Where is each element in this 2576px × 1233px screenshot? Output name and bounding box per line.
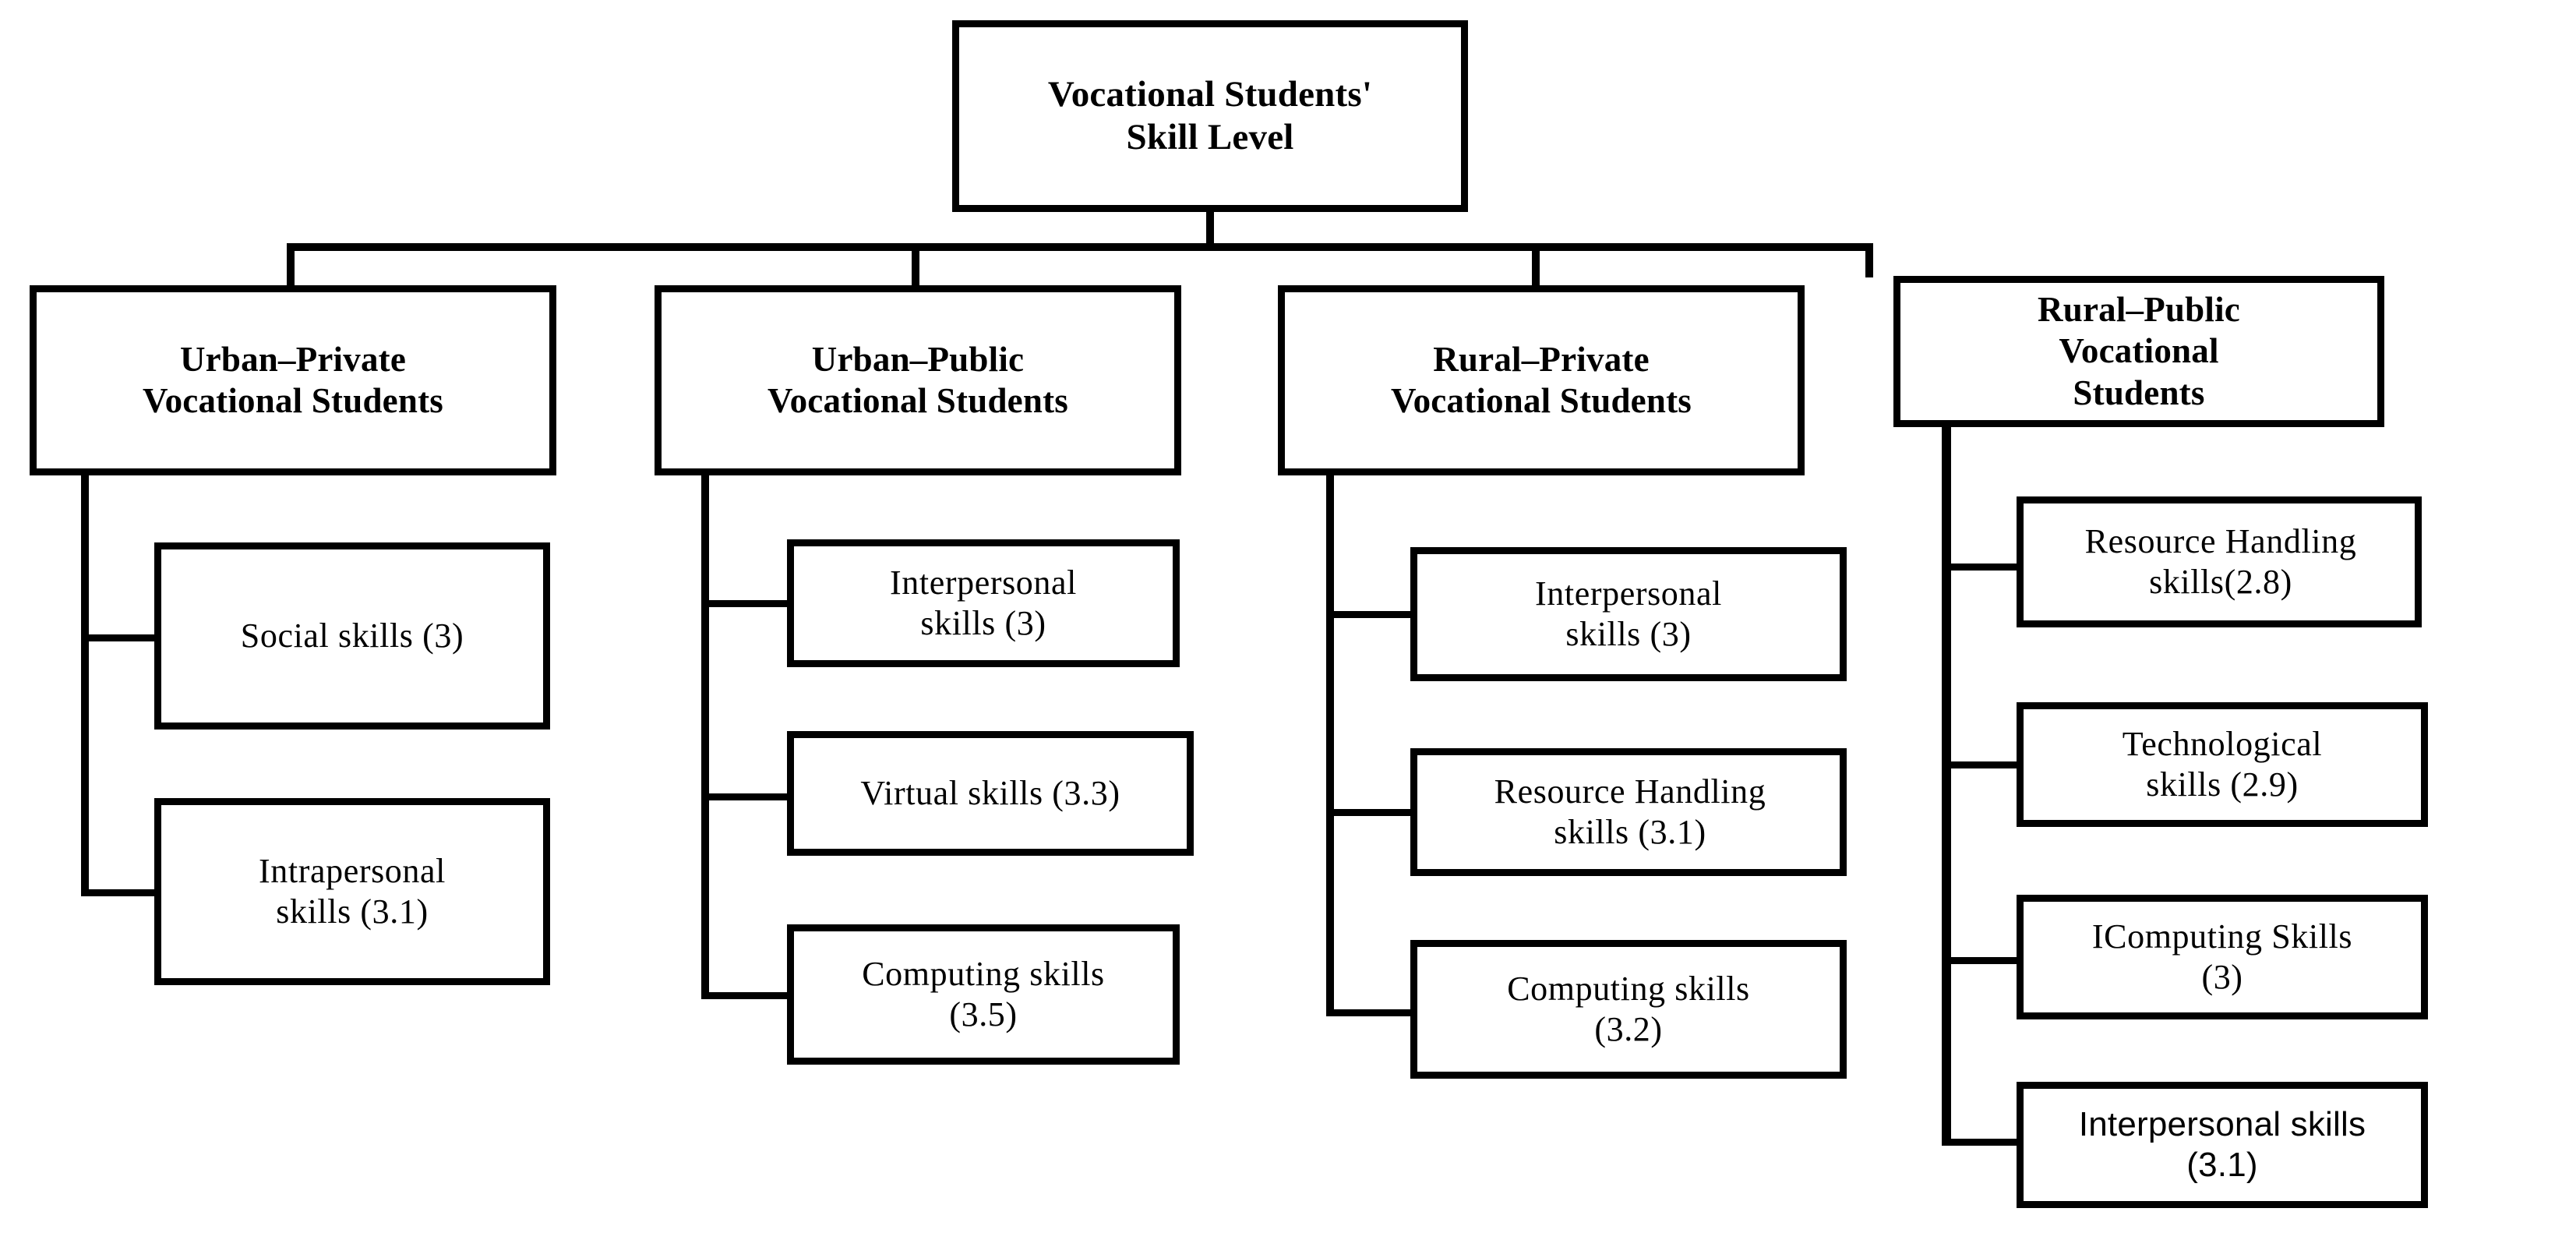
leaf-node-social-skills: Social skills (3) <box>154 542 550 730</box>
connector-stub-group3-child2 <box>1326 809 1412 816</box>
leaf-node-label-interpersonal-skills-urban-public: Interpersonal skills (3) <box>890 564 1077 642</box>
leaf-node-resource-handling-skills-rural-public: Resource Handling skills(2.8) <box>2017 496 2422 627</box>
leaf-node-icomputing-skills: IComputing Skills (3) <box>2017 895 2428 1019</box>
connector-trunk-group1 <box>81 475 89 896</box>
group-node-label-rural-private: Rural–Private Vocational Students <box>1391 339 1692 420</box>
connector-stub-group4-child1 <box>1942 564 2020 571</box>
connector-stub-group2-child1 <box>701 600 789 607</box>
group-node-label-rural-public: Rural–Public Vocational Students <box>2038 290 2240 412</box>
connector-trunk-group2 <box>701 475 709 999</box>
leaf-node-label-intrapersonal-skills: Intrapersonal skills (3.1) <box>259 852 446 931</box>
group-node-urban-private: Urban–Private Vocational Students <box>30 285 556 475</box>
connector-stub-group4-child3 <box>1942 957 2020 964</box>
group-node-label-urban-private: Urban–Private Vocational Students <box>143 339 443 420</box>
leaf-node-label-virtual-skills: Virtual skills (3.3) <box>860 774 1120 813</box>
connector-bus-drop-group2 <box>912 243 919 287</box>
leaf-node-virtual-skills: Virtual skills (3.3) <box>787 731 1194 856</box>
connector-stub-group3-child3 <box>1326 1009 1412 1016</box>
connector-bus-drop-group1 <box>287 243 295 287</box>
connector-level2-bus <box>287 243 1873 251</box>
connector-stub-group3-child1 <box>1326 611 1412 618</box>
leaf-node-computing-skills-urban-public: Computing skills (3.5) <box>787 924 1180 1065</box>
group-node-rural-private: Rural–Private Vocational Students <box>1278 285 1805 475</box>
connector-root-stem <box>1206 212 1214 248</box>
leaf-node-label-icomputing-skills: IComputing Skills (3) <box>2091 917 2353 996</box>
group-node-rural-public: Rural–Public Vocational Students <box>1893 276 2384 427</box>
leaf-node-computing-skills-rural-private: Computing skills (3.2) <box>1410 940 1847 1079</box>
leaf-node-label-computing-skills-urban-public: Computing skills (3.5) <box>862 955 1105 1033</box>
connector-bus-drop-group4 <box>1865 243 1873 277</box>
leaf-node-interpersonal-skills-rural-public: Interpersonal skills (3.1) <box>2017 1082 2428 1208</box>
connector-stub-group2-child3 <box>701 992 789 999</box>
group-node-urban-public: Urban–Public Vocational Students <box>655 285 1181 475</box>
connector-stub-group4-child4 <box>1942 1139 2020 1146</box>
connector-bus-drop-group3 <box>1532 243 1540 287</box>
connector-stub-group1-child1 <box>81 634 156 641</box>
connector-stub-group4-child2 <box>1942 761 2020 768</box>
connector-stub-group1-child2 <box>81 889 156 896</box>
leaf-node-interpersonal-skills-rural-private: Interpersonal skills (3) <box>1410 547 1847 681</box>
leaf-node-label-resource-handling-skills-rural-private: Resource Handling skills (3.1) <box>1494 772 1766 851</box>
leaf-node-intrapersonal-skills: Intrapersonal skills (3.1) <box>154 798 550 985</box>
leaf-node-label-computing-skills-rural-private: Computing skills (3.2) <box>1507 970 1750 1048</box>
leaf-node-resource-handling-skills-rural-private: Resource Handling skills (3.1) <box>1410 748 1847 876</box>
connector-stub-group2-child2 <box>701 793 789 800</box>
root-node-vocational-students-skill-level: Vocational Students' Skill Level <box>952 20 1468 212</box>
leaf-node-label-social-skills: Social skills (3) <box>240 616 464 655</box>
leaf-node-label-interpersonal-skills-rural-private: Interpersonal skills (3) <box>1535 574 1722 653</box>
leaf-node-interpersonal-skills-urban-public: Interpersonal skills (3) <box>787 539 1180 667</box>
root-node-label: Vocational Students' Skill Level <box>1047 73 1373 157</box>
leaf-node-label-resource-handling-skills-rural-public: Resource Handling skills(2.8) <box>2084 522 2357 601</box>
group-node-label-urban-public: Urban–Public Vocational Students <box>768 339 1068 420</box>
leaf-node-technological-skills: Technological skills (2.9) <box>2017 702 2428 827</box>
connector-trunk-group4 <box>1942 427 1951 1146</box>
connector-trunk-group3 <box>1326 475 1334 1016</box>
leaf-node-label-interpersonal-skills-rural-public: Interpersonal skills (3.1) <box>2078 1105 2366 1184</box>
leaf-node-label-technological-skills: Technological skills (2.9) <box>2122 725 2323 804</box>
